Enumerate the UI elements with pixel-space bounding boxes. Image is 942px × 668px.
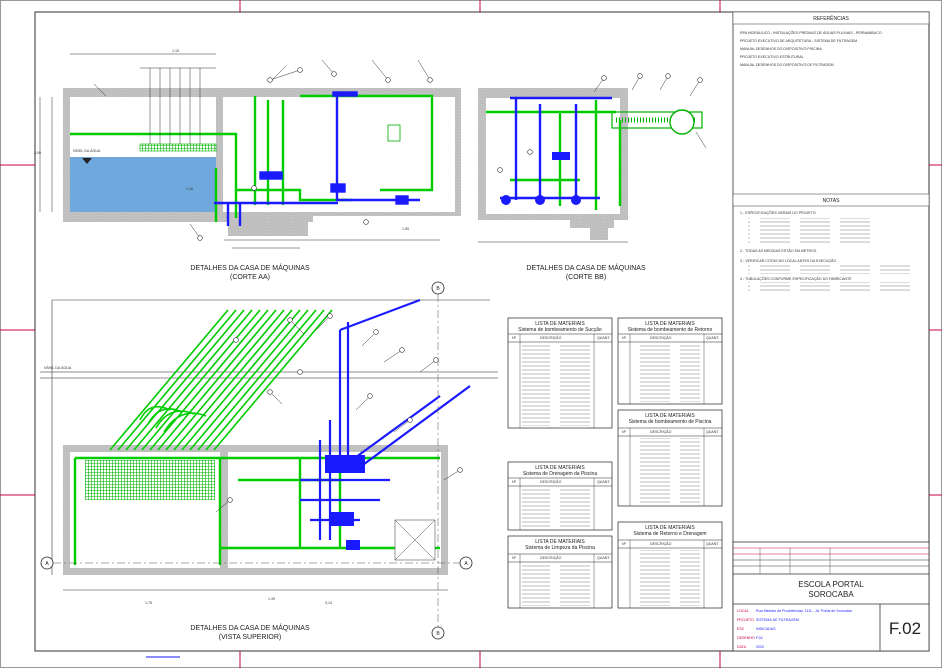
svg-text:DATA: DATA <box>737 645 747 649</box>
title-field-5: DATA 2020 <box>737 645 764 649</box>
title-field-4: DESENHO F.02 <box>737 636 763 640</box>
drawing-frame <box>34 11 930 652</box>
materials-table-5: LISTA DE MATERIAIS Sistema de Limpeza da… <box>507 535 613 609</box>
materials-table-1: LISTA DE MATERIAIS Sistema de bombeament… <box>507 317 613 429</box>
reference-line-1: RPA HIDRÁULICO - INSTALAÇÕES PREDIAIS DE… <box>740 30 882 35</box>
dim-label-3: 1,16 <box>186 187 193 191</box>
reference-line-4: PROJETO EXECUTIVO ESTRUTURAL <box>740 55 804 59</box>
svg-text:LISTA DE MATERIAIS: LISTA DE MATERIAIS <box>645 321 695 327</box>
svg-text:Nº: Nº <box>512 336 517 340</box>
dim-label-2: 3,00 <box>34 151 41 155</box>
section-marker-a-right: A <box>459 556 473 570</box>
svg-text:B: B <box>436 631 440 637</box>
svg-text:DESCRIÇÃO: DESCRIÇÃO <box>650 335 672 340</box>
svg-text:2020: 2020 <box>756 645 764 649</box>
section-marker-b-bottom: B <box>431 626 445 640</box>
note-line-2: 2 - TODAS AS MEDIDAS ESTÃO EM METROS <box>740 248 817 253</box>
project-name-line-1: ESCOLA PORTAL <box>798 580 864 589</box>
svg-text:DESCRIÇÃO: DESCRIÇÃO <box>540 479 562 484</box>
svg-text:QUANT.: QUANT. <box>706 336 719 340</box>
svg-text:QUANT.: QUANT. <box>706 542 719 546</box>
dim-label-1: 1,15 <box>172 49 179 53</box>
materials-table-3: LISTA DE MATERIAIS Sistema de bombeament… <box>617 409 723 507</box>
svg-text:DESCRIÇÃO: DESCRIÇÃO <box>540 335 562 340</box>
svg-text:Sistema de Retorno e Drenagem: Sistema de Retorno e Drenagem <box>633 531 706 537</box>
materials-table-4: LISTA DE MATERIAIS Sistema de Drenagem d… <box>507 461 613 531</box>
svg-text:DESCRIÇÃO: DESCRIÇÃO <box>650 429 672 434</box>
title-field-3: ESC INDICADAS <box>737 627 776 631</box>
svg-text:B: B <box>436 286 440 292</box>
svg-text:LISTA DE MATERIAIS: LISTA DE MATERIAIS <box>645 525 695 531</box>
section-marker-a-left: A <box>40 556 54 570</box>
water-level-label-top: NÍVEL DA ÁGUA <box>44 366 72 370</box>
svg-text:Sistema de bombeamento de Reto: Sistema de bombeamento de Retorno <box>628 327 713 333</box>
notes-header: NOTAS <box>823 198 841 204</box>
svg-text:Nº: Nº <box>512 480 517 484</box>
svg-text:Sistema de Drenagem da Piscina: Sistema de Drenagem da Piscina <box>523 471 597 477</box>
svg-text:QUANT.: QUANT. <box>706 430 719 434</box>
svg-text:A: A <box>45 561 49 567</box>
svg-text:LISTA DE MATERIAIS: LISTA DE MATERIAIS <box>535 539 585 545</box>
materials-table-2: LISTA DE MATERIAIS Sistema de bombeament… <box>617 317 723 405</box>
svg-text:LISTA DE MATERIAIS: LISTA DE MATERIAIS <box>535 465 585 471</box>
reference-line-3: MANUAL DESENHOS DO DISPOSITIVO PISCINA <box>740 47 822 51</box>
reference-line-5: MANUAL DESENHOS DO DISPOSITIVO DE FILTRA… <box>740 63 834 67</box>
svg-text:QUANT.: QUANT. <box>597 480 610 484</box>
svg-text:A: A <box>464 561 468 567</box>
water-level-label: NÍVEL DA ÁGUA <box>73 149 101 153</box>
svg-text:QUANT.: QUANT. <box>597 336 610 340</box>
dim-label-7: 1,39 <box>268 597 275 601</box>
top-view-subtitle: (VISTA SUPERIOR) <box>219 634 282 641</box>
dim-label-4: 1,55 <box>402 227 409 231</box>
section-bb-subtitle: (CORTE BB) <box>566 274 606 281</box>
dim-label-6: 3,14 <box>325 601 332 605</box>
sheet-number: F.02 <box>889 619 921 638</box>
svg-text:DESCRIÇÃO: DESCRIÇÃO <box>540 555 562 560</box>
section-aa-subtitle: (CORTE AA) <box>230 274 270 281</box>
section-aa-title: DETALHES DA CASA DE MÁQUINAS <box>190 263 310 272</box>
svg-text:LISTA DE MATERIAIS: LISTA DE MATERIAIS <box>645 413 695 419</box>
svg-text:INDICADAS: INDICADAS <box>756 627 776 631</box>
svg-text:SISTEMA DE FILTRAGEM: SISTEMA DE FILTRAGEM <box>756 618 799 622</box>
note-line-4: 4 - TUBULAÇÕES CONFORME ESPECIFICAÇÃO DO… <box>740 276 852 281</box>
svg-text:ESC: ESC <box>737 627 745 631</box>
note-line-1: 1 - ESPECIFICAÇÕES GERAIS DO PROJETO <box>740 210 816 215</box>
references-header: REFERÊNCIAS <box>813 14 849 22</box>
project-name-line-2: SOROCABA <box>808 590 854 599</box>
section-bb-drawing <box>478 73 707 243</box>
title-field-1: LOCAL Rua Ministro de Providências, 1111… <box>737 609 852 613</box>
top-view-drawing: NÍVEL DA ÁGUA <box>40 298 498 605</box>
section-marker-b-top: B <box>431 281 445 295</box>
reference-line-2: PROJETO EXECUTIVO DE ARQUITETURA - SISTE… <box>740 39 857 43</box>
svg-text:Sistema de bombeamento de Pisc: Sistema de bombeamento de Piscina <box>629 419 712 425</box>
section-aa-drawing: NÍVEL DA ÁGUA 1,15 3,00 1,16 1,55 <box>34 49 461 249</box>
svg-text:LOCAL: LOCAL <box>737 609 749 613</box>
svg-text:Nº: Nº <box>622 542 627 546</box>
svg-text:LISTA DE MATERIAIS: LISTA DE MATERIAIS <box>535 321 585 327</box>
svg-text:DESENHO: DESENHO <box>737 636 755 640</box>
section-bb-title: DETALHES DA CASA DE MÁQUINAS <box>526 263 646 272</box>
water-fill <box>70 157 216 213</box>
svg-text:PROJETO: PROJETO <box>737 618 754 622</box>
svg-text:F.02: F.02 <box>756 636 763 640</box>
svg-text:Nº: Nº <box>512 556 517 560</box>
notes-panel: NOTAS 1 - ESPECIFICAÇÕES GERAIS DO PROJE… <box>732 193 930 292</box>
svg-text:Sistema de bombeamento de Sucç: Sistema de bombeamento de Sucção <box>518 327 602 333</box>
svg-text:Nº: Nº <box>622 336 627 340</box>
title-block: ESCOLA PORTAL SOROCABA F.02 LOCAL Rua Mi… <box>732 541 930 652</box>
materials-table-6: LISTA DE MATERIAIS Sistema de Retorno e … <box>617 521 723 609</box>
dim-label-5: 1,75 <box>145 601 152 605</box>
note-line-3: 3 - VERIFICAR COTAS NO LOCAL ANTES DA EX… <box>740 258 836 263</box>
svg-text:Rua Ministro de Providências,: Rua Ministro de Providências, 1111 - Jd.… <box>756 609 852 613</box>
svg-text:Sistema de Limpeza da Piscina: Sistema de Limpeza da Piscina <box>525 545 595 551</box>
references-panel: REFERÊNCIAS RPA HIDRÁULICO - INSTALAÇÕES… <box>732 11 930 67</box>
top-view-title: DETALHES DA CASA DE MÁQUINAS <box>190 623 310 632</box>
svg-text:Nº: Nº <box>622 430 627 434</box>
title-field-2: PROJETO SISTEMA DE FILTRAGEM <box>737 618 799 622</box>
svg-text:QUANT.: QUANT. <box>597 556 610 560</box>
svg-text:DESCRIÇÃO: DESCRIÇÃO <box>650 541 672 546</box>
